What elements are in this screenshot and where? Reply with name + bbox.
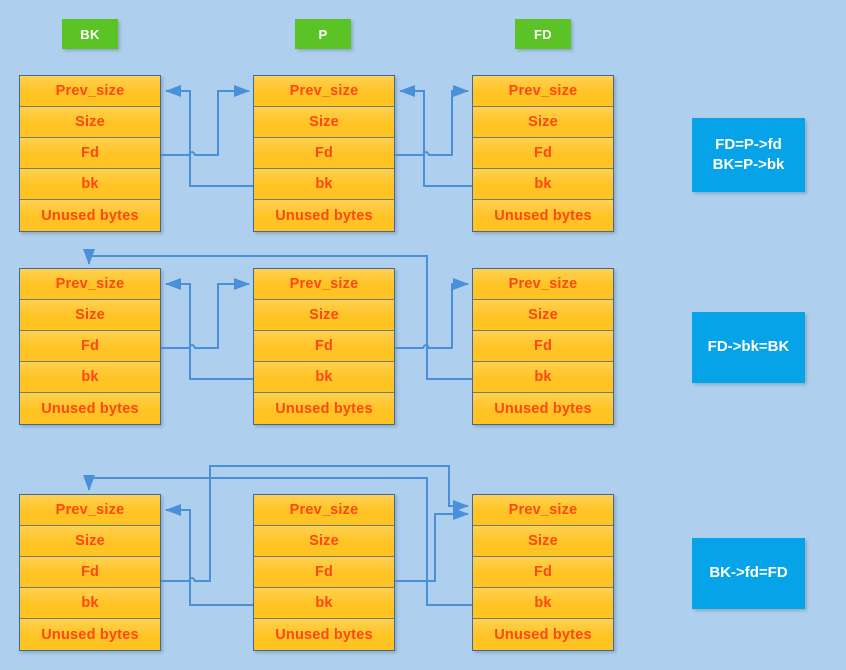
row-2-fd-chunk: Prev_size Size Fd bk Unused bytes <box>472 268 614 425</box>
chunk-cell-fd: Fd <box>20 557 160 588</box>
pointer-label-p: P <box>295 19 351 49</box>
pointer-label-fd-text: FD <box>534 26 552 42</box>
chunk-cell-bk: bk <box>20 362 160 393</box>
chunk-cell-prev-size: Prev_size <box>254 269 394 300</box>
chunk-cell-prev-size: Prev_size <box>473 269 613 300</box>
row-2-bk-chunk: Prev_size Size Fd bk Unused bytes <box>19 268 161 425</box>
pointer-label-bk-text: BK <box>80 26 100 42</box>
row3-arrow-p-fd-to-fd <box>395 507 469 582</box>
chunk-cell-size: Size <box>473 107 613 138</box>
note-row-2: FD->bk=BK <box>692 312 805 383</box>
chunk-cell-unused: Unused bytes <box>254 200 394 231</box>
chunk-cell-prev-size: Prev_size <box>473 495 613 526</box>
row-1-bk-chunk: Prev_size Size Fd bk Unused bytes <box>19 75 161 232</box>
chunk-cell-unused: Unused bytes <box>473 619 613 650</box>
row1-arrow-p-fd-to-fd <box>395 84 469 156</box>
note-row-3: BK->fd=FD <box>692 538 805 609</box>
chunk-cell-size: Size <box>254 526 394 557</box>
chunk-cell-size: Size <box>473 300 613 331</box>
chunk-cell-fd: Fd <box>473 138 613 169</box>
chunk-cell-unused: Unused bytes <box>20 200 160 231</box>
chunk-cell-size: Size <box>20 300 160 331</box>
chunk-cell-bk: bk <box>254 169 394 200</box>
row1-arrow-bk-fd-to-p <box>161 84 250 156</box>
chunk-cell-unused: Unused bytes <box>20 393 160 424</box>
chunk-cell-bk: bk <box>20 588 160 619</box>
chunk-cell-size: Size <box>473 526 613 557</box>
chunk-cell-unused: Unused bytes <box>20 619 160 650</box>
chunk-cell-fd: Fd <box>20 331 160 362</box>
chunk-cell-size: Size <box>20 526 160 557</box>
chunk-cell-fd: Fd <box>20 138 160 169</box>
chunk-cell-fd: Fd <box>254 138 394 169</box>
note-row-2-line-1: FD->bk=BK <box>707 338 790 356</box>
row-2-p-chunk: Prev_size Size Fd bk Unused bytes <box>253 268 395 425</box>
chunk-cell-prev-size: Prev_size <box>20 76 160 107</box>
chunk-cell-fd: Fd <box>473 557 613 588</box>
chunk-cell-bk: bk <box>20 169 160 200</box>
chunk-cell-bk: bk <box>473 169 613 200</box>
chunk-cell-bk: bk <box>473 362 613 393</box>
row2-arrow-p-fd-to-fd <box>395 277 469 349</box>
chunk-cell-prev-size: Prev_size <box>254 76 394 107</box>
note-row-1: FD=P->fd BK=P->bk <box>692 118 805 192</box>
chunk-cell-prev-size: Prev_size <box>20 495 160 526</box>
chunk-cell-bk: bk <box>254 588 394 619</box>
row3-arrow-p-bk-to-bk <box>165 504 253 606</box>
chunk-cell-prev-size: Prev_size <box>254 495 394 526</box>
note-row-3-line-1: BK->fd=FD <box>709 564 788 582</box>
chunk-cell-prev-size: Prev_size <box>20 269 160 300</box>
row-1-fd-chunk: Prev_size Size Fd bk Unused bytes <box>472 75 614 232</box>
row1-arrow-fd-bk-to-p <box>399 85 472 187</box>
chunk-cell-unused: Unused bytes <box>473 393 613 424</box>
row1-arrow-p-bk-to-bk <box>165 85 253 187</box>
row-3-bk-chunk: Prev_size Size Fd bk Unused bytes <box>19 494 161 651</box>
pointer-label-p-text: P <box>318 26 328 42</box>
note-row-1-line-2: BK=P->bk <box>712 156 785 173</box>
pointer-label-fd: FD <box>515 19 571 49</box>
chunk-cell-size: Size <box>254 300 394 331</box>
note-row-1-line-1: FD=P->fd <box>715 135 782 153</box>
row2-arrow-bk-fd-to-p <box>161 277 250 349</box>
chunk-cell-size: Size <box>20 107 160 138</box>
row2-arrow-p-bk-to-bk <box>165 278 253 380</box>
pointer-label-bk: BK <box>62 19 118 49</box>
row-1-p-chunk: Prev_size Size Fd bk Unused bytes <box>253 75 395 232</box>
row-3-fd-chunk: Prev_size Size Fd bk Unused bytes <box>472 494 614 651</box>
chunk-cell-fd: Fd <box>254 331 394 362</box>
chunk-cell-size: Size <box>254 107 394 138</box>
chunk-cell-fd: Fd <box>473 331 613 362</box>
chunk-cell-unused: Unused bytes <box>473 200 613 231</box>
chunk-cell-fd: Fd <box>254 557 394 588</box>
chunk-cell-bk: bk <box>473 588 613 619</box>
row-3-p-chunk: Prev_size Size Fd bk Unused bytes <box>253 494 395 651</box>
chunk-cell-unused: Unused bytes <box>254 393 394 424</box>
chunk-cell-prev-size: Prev_size <box>473 76 613 107</box>
chunk-cell-bk: bk <box>254 362 394 393</box>
chunk-cell-unused: Unused bytes <box>254 619 394 650</box>
